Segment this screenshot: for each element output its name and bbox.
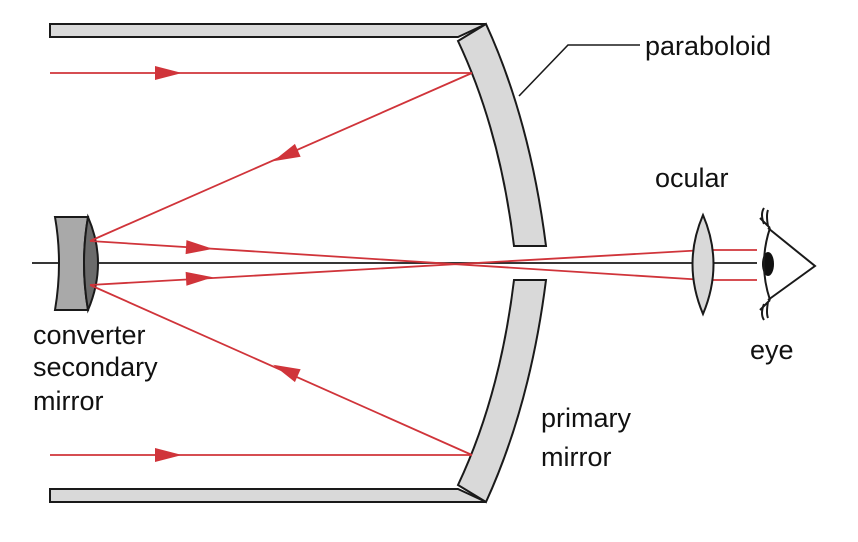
paraboloid-leader-line: [518, 44, 640, 97]
primary-mirror-top: [456, 22, 548, 247]
light-rays: [50, 66, 757, 462]
arrow-icon: [273, 364, 301, 383]
eye-icon: [759, 207, 817, 321]
secondary-mirror-convex-surface: [83, 213, 99, 314]
primary-mirror-bottom: [456, 279, 548, 504]
label-paraboloid: paraboloid: [645, 31, 771, 61]
tube-top-wall: [49, 23, 487, 38]
converging-ray-lower: [89, 249, 706, 286]
label-primary-line2: mirror: [541, 442, 611, 472]
converging-ray-upper: [89, 240, 706, 281]
ocular-lens: [691, 212, 715, 317]
label-secondary-line2: secondary: [33, 352, 158, 382]
label-primary-line1: primary: [541, 403, 632, 433]
arrow-icon: [273, 143, 301, 162]
arrow-icon: [155, 66, 182, 80]
tube-bottom-wall: [49, 488, 487, 503]
label-eye: eye: [750, 335, 794, 365]
arrow-icon: [155, 448, 182, 462]
label-ocular: ocular: [655, 163, 729, 193]
arrow-icon: [185, 240, 213, 255]
label-secondary-line1: converter: [33, 320, 146, 350]
arrow-icon: [185, 271, 213, 286]
label-secondary-line3: mirror: [33, 386, 103, 416]
